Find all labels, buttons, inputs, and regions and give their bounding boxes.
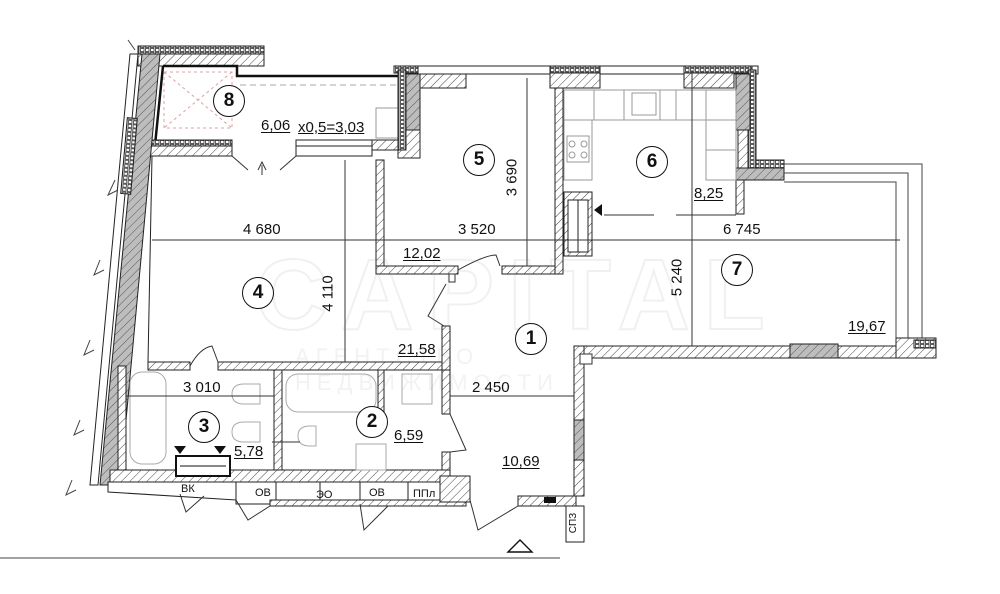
- room-number-8: 8: [213, 85, 245, 117]
- room-number-4: 4: [242, 277, 274, 309]
- room-3-area: 5,78: [234, 443, 264, 460]
- dimension-room3-width: 3 010: [183, 379, 221, 396]
- bathroom-fixtures: [129, 371, 433, 471]
- room-7-area: 19,67: [848, 318, 886, 335]
- west-exterior-wall: [65, 39, 161, 497]
- dimension-room1-width: 2 450: [472, 379, 510, 396]
- south-interior-walls: [147, 283, 937, 497]
- dimension-room4-depth: 4 110: [319, 275, 337, 312]
- vent-unit: [174, 446, 231, 477]
- room-2-area: 6,59: [394, 427, 424, 444]
- room-1-area: 10,69: [502, 453, 540, 470]
- north-facade: [371, 65, 785, 215]
- shafts-row: [0, 475, 585, 559]
- room-number-1: 1: [515, 323, 547, 355]
- shaft-label-ov-2: ОВ: [369, 487, 385, 499]
- dimension-room4-width: 4 680: [243, 221, 281, 238]
- shaft-label-spz: СПЗ: [568, 512, 580, 534]
- room-number-2: 2: [356, 406, 388, 438]
- shaft-label-vk: ВК: [181, 483, 195, 495]
- room-5-area: 12,02: [403, 245, 441, 262]
- room-number-6: 6: [636, 146, 668, 178]
- room-5-walls: [375, 87, 564, 283]
- room-number-7: 7: [721, 254, 753, 286]
- room-8-coefficient: x0,5=3,03: [298, 119, 365, 136]
- shaft-label-eo: ЭО: [316, 489, 333, 501]
- boiler-unit: [563, 191, 602, 257]
- dimension-room7-width: 6 745: [723, 221, 761, 238]
- room-7-glazing: [784, 163, 923, 340]
- shaft-label-ov-1: ОВ: [255, 487, 271, 499]
- room-8-area: 6,06: [261, 117, 291, 134]
- room-4-area: 21,58: [398, 341, 436, 358]
- kitchen-furniture: [563, 89, 737, 216]
- room-6-area: 8,25: [694, 185, 724, 202]
- dimension-room5-width: 3 520: [458, 221, 496, 238]
- room-number-5: 5: [463, 144, 495, 176]
- dimension-lines: [126, 70, 900, 443]
- dimension-room5-depth: 3 690: [503, 158, 521, 197]
- loggia-room-8: [137, 45, 399, 175]
- shaft-label-ppl: ППл: [413, 488, 436, 500]
- dimension-room7-depth: 5 240: [668, 258, 686, 297]
- bathroom-walls: [109, 365, 467, 483]
- room-number-3: 3: [188, 411, 220, 443]
